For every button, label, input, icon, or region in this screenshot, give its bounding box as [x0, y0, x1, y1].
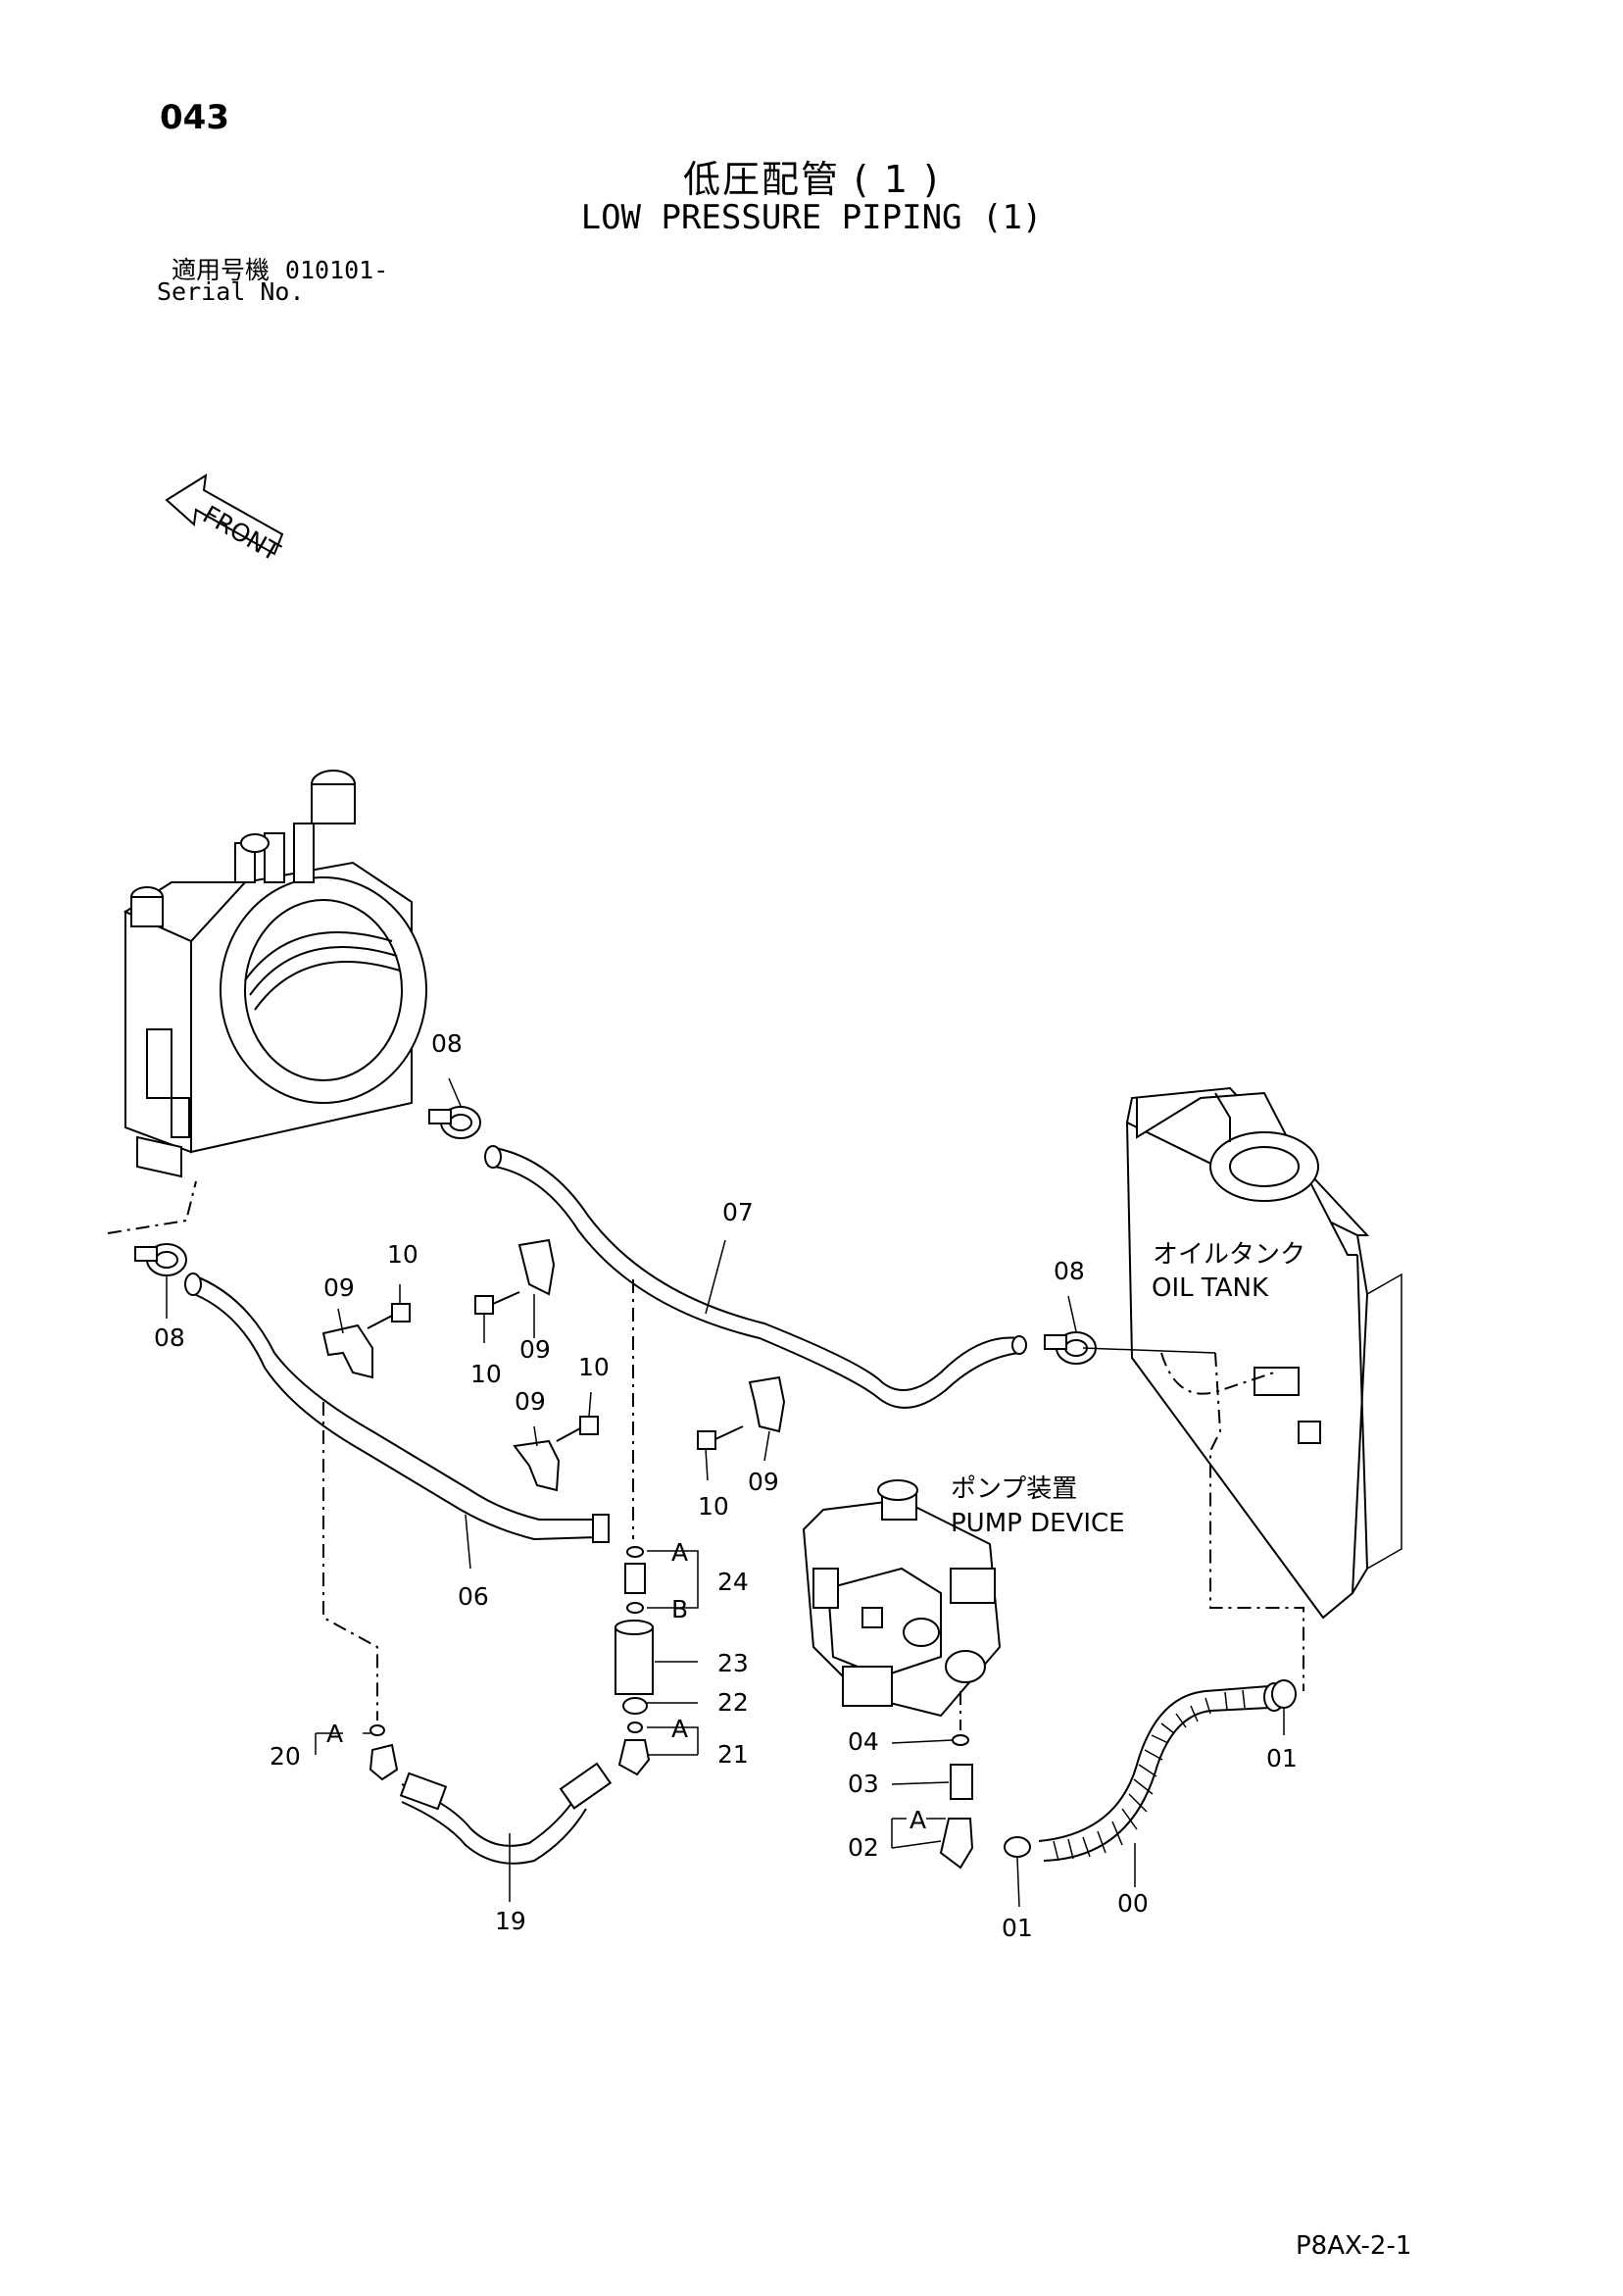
serial-label-jp-text: 適用号機 — [172, 256, 270, 284]
callout-24: 24 — [717, 1568, 749, 1596]
callout-a: A — [910, 1806, 926, 1834]
callout-09: 09 — [323, 1273, 355, 1302]
callout-01: 01 — [1002, 1914, 1033, 1942]
callout-19: 19 — [495, 1907, 526, 1935]
title-english: LOW PRESSURE PIPING (1) — [580, 198, 1043, 237]
callout-03: 03 — [848, 1770, 879, 1798]
serial-value: 010101- — [284, 256, 389, 284]
callout-08: 08 — [1054, 1257, 1085, 1285]
pump-device-icon — [802, 1479, 1002, 1718]
fittings-column-icon — [369, 1546, 654, 1781]
callout-20: 20 — [270, 1742, 301, 1771]
oil-tank-label-en: OIL TANK — [1152, 1273, 1269, 1303]
callout-08: 08 — [154, 1323, 185, 1352]
connection-lines — [107, 1180, 1304, 1730]
hose-00-icon — [1038, 1682, 1285, 1862]
serial-label-english: Serial No. — [157, 277, 305, 306]
callout-07: 07 — [722, 1198, 754, 1226]
callout-09: 09 — [515, 1387, 546, 1416]
pipe-07-icon — [484, 1145, 1027, 1409]
radiator-icon — [123, 770, 427, 1178]
callout-22: 22 — [717, 1688, 749, 1717]
callout-04: 04 — [848, 1727, 879, 1756]
leader-lines — [166, 1077, 1285, 1908]
oil-tank-label-jp: オイルタンク — [1153, 1240, 1305, 1270]
callout-b: B — [671, 1595, 688, 1623]
bracket-connectors — [315, 1550, 946, 1848]
callout-09: 09 — [519, 1335, 551, 1364]
title-japanese: 低圧配管 ( 1 ) — [682, 158, 941, 201]
front-arrow-icon: FRONT — [165, 474, 285, 567]
callout-10: 10 — [470, 1360, 502, 1388]
front-label: FRONT — [198, 500, 285, 567]
callout-02: 02 — [848, 1833, 879, 1862]
callout-a: A — [671, 1538, 688, 1567]
pipe-06-icon — [184, 1273, 610, 1543]
callout-a: A — [671, 1715, 688, 1743]
callout-09: 09 — [748, 1468, 779, 1496]
callout-21: 21 — [717, 1740, 749, 1769]
oil-tank-icon — [1125, 1086, 1402, 1620]
hose-19-icon — [399, 1762, 613, 1865]
callout-10: 10 — [387, 1240, 418, 1269]
callout-00: 00 — [1117, 1889, 1149, 1918]
clamp-08-icon — [134, 1106, 1097, 1365]
serial-label-japanese: 適用号機 010101- — [172, 251, 388, 286]
callout-23: 23 — [717, 1649, 749, 1677]
callout-08: 08 — [431, 1029, 463, 1058]
bolt-10-icon — [367, 1291, 744, 1450]
callout-01: 01 — [1266, 1744, 1298, 1772]
callout-a: A — [326, 1720, 343, 1748]
page-number: 043 — [160, 98, 229, 137]
bracket-09-icon — [321, 1238, 786, 1492]
page-code: P8AX-2-1 — [1296, 2231, 1412, 2261]
pump-label-en: PUMP DEVICE — [951, 1509, 1125, 1538]
callout-10: 10 — [698, 1492, 729, 1521]
fittings-pump-icon — [939, 1679, 1297, 1870]
callout-10: 10 — [578, 1353, 610, 1381]
pump-label-jp: ポンプ装置 — [951, 1474, 1077, 1504]
callout-06: 06 — [458, 1582, 489, 1611]
